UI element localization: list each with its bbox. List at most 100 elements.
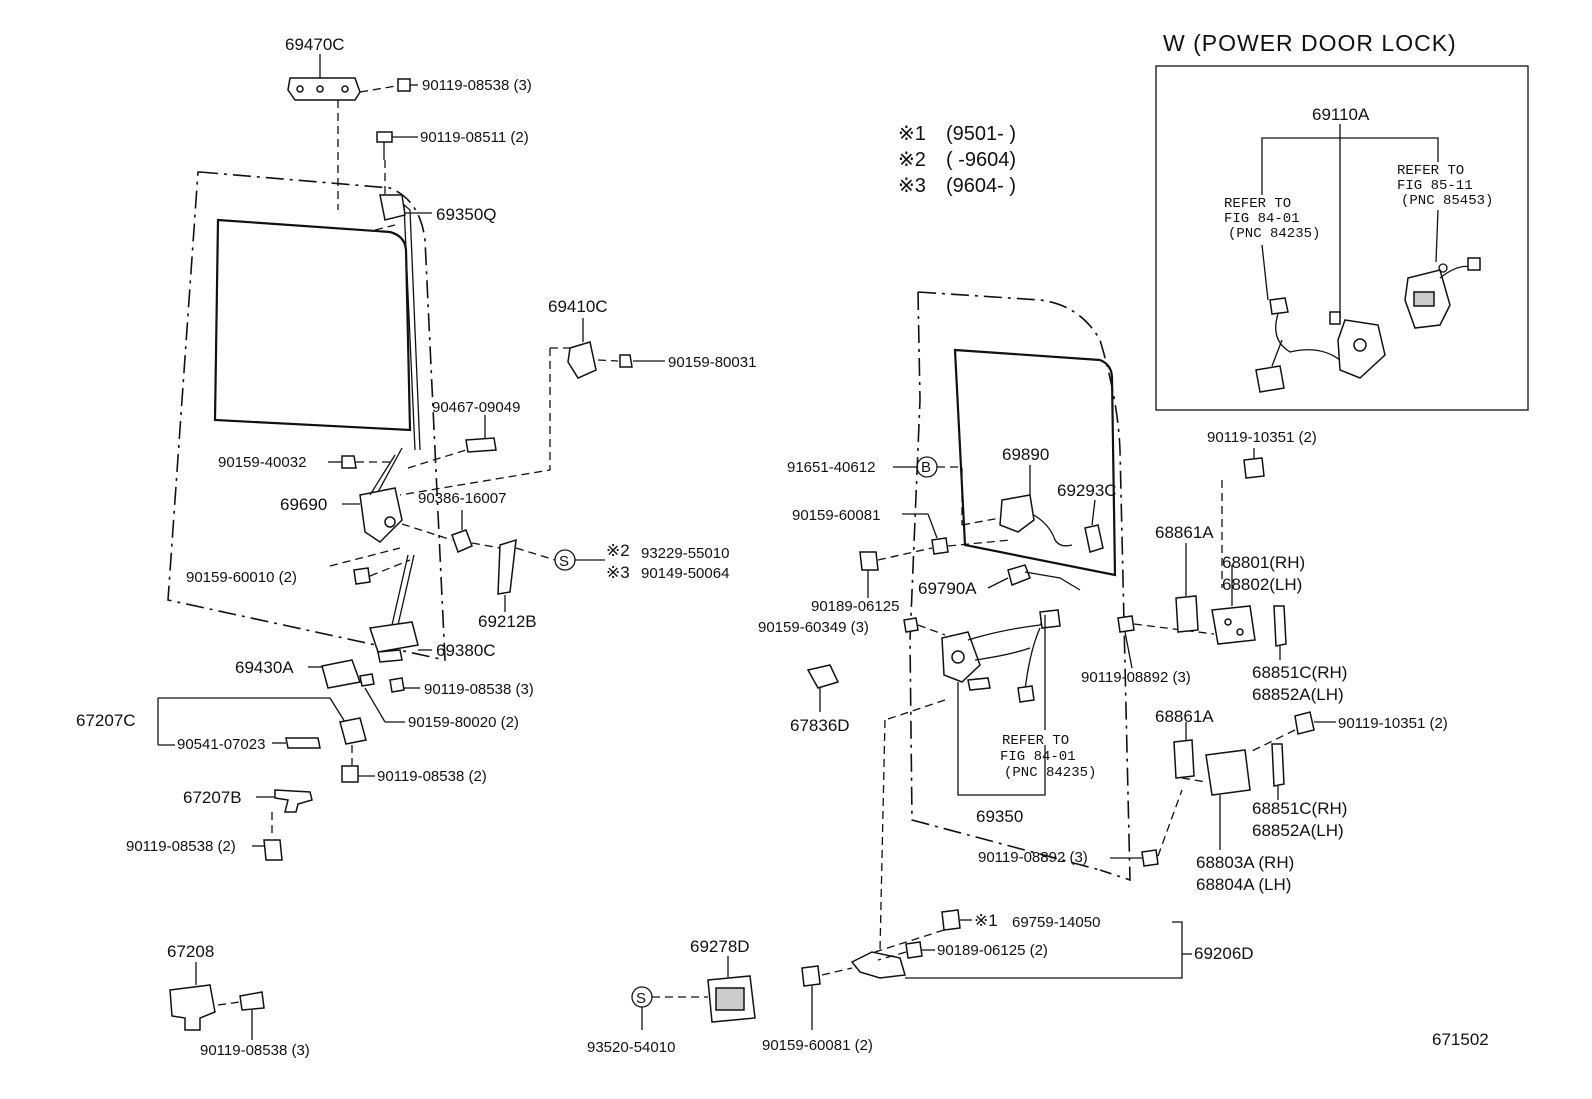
left-door-labels: 69470C 90119-08538 (3) 90119-08511 (2) 6… (76, 35, 756, 1059)
left-door-assembly: S (157, 54, 665, 1040)
right-door-assembly: B (631, 291, 1336, 1030)
label-90159-80020-2: 90159-80020 (2) (408, 714, 519, 731)
bolt-icon (1294, 711, 1315, 735)
bolt-icon (905, 941, 923, 959)
label-68851c-b: 68851C(RH) (1252, 799, 1347, 818)
label-90189-06125: 90189-06125 (811, 598, 899, 615)
label-90541-07023: 90541-07023 (177, 736, 265, 753)
label-67207c: 67207C (76, 711, 136, 730)
connector-icon (1255, 365, 1285, 393)
label-68861a-b: 68861A (1155, 707, 1214, 726)
right-door-window (953, 348, 1117, 577)
label-90119-08538-3b: 90119-08538 (3) (424, 681, 534, 698)
label-90119-10351-2a: 90119-10351 (2) (1207, 429, 1317, 446)
note-text-1: (9501- ) (946, 123, 1016, 145)
hinge-68803a (1205, 749, 1251, 796)
bracket-67208 (169, 984, 216, 1031)
refer-1c: (PNC 84235) (1228, 226, 1320, 242)
left-door-outline (167, 171, 446, 662)
shim-68861a (1173, 739, 1195, 779)
label-90467-09049: 90467-09049 (432, 399, 520, 416)
bolt-icon (341, 765, 359, 783)
label-68802: 68802(LH) (1222, 575, 1302, 594)
label-90159-40032: 90159-40032 (218, 454, 306, 471)
refer-2a: REFER TO (1397, 163, 1464, 179)
refer-3b: FIG 84-01 (1000, 749, 1076, 765)
label-69890: 69890 (1002, 445, 1049, 464)
label-90119-08538-3a: 90119-08538 (3) (422, 77, 532, 94)
bolt-icon (903, 617, 919, 633)
hinge-68801 (1211, 605, 1256, 645)
bolt-icon (263, 839, 283, 861)
mark-1: ※1 (974, 911, 998, 930)
note-mark-1: ※1 (898, 123, 926, 145)
bolt-icon (619, 354, 633, 368)
refer-1a: REFER TO (1224, 196, 1291, 212)
handle-69890 (999, 494, 1035, 533)
pin-68851c (1273, 605, 1287, 647)
label-69759-14050: 69759-14050 (1012, 914, 1100, 931)
label-90119-08892-3a: 90119-08892 (3) (1081, 669, 1191, 686)
bolt-icon (397, 78, 411, 92)
connector-icon (1467, 257, 1481, 271)
label-68852a-a: 68852A(LH) (1252, 685, 1344, 704)
applicability-notes: ※1 (9501- ) ※2 ( -9604) ※3 (9604- ) (898, 123, 1016, 197)
bolt-icon (359, 673, 375, 687)
label-69110a: 69110A (1312, 105, 1370, 124)
striker-69410c (567, 341, 597, 379)
label-90386-16007: 90386-16007 (418, 490, 506, 507)
clip-90467 (465, 437, 497, 453)
cap-67836d (806, 664, 840, 689)
connector-icon (1017, 685, 1035, 703)
bolt-icon (353, 567, 371, 585)
bolt-icon (389, 677, 405, 693)
refer-3c: (PNC 84235) (1004, 765, 1096, 781)
bolt-icon (859, 551, 879, 571)
right-door-outline (909, 291, 1131, 882)
pin-68851c (1271, 743, 1285, 787)
label-68852a-b: 68852A(LH) (1252, 821, 1344, 840)
connector-icon (1329, 311, 1341, 325)
label-69790a: 69790A (918, 579, 977, 598)
link-69212b (497, 538, 517, 595)
label-93229-55010: 93229-55010 (641, 545, 729, 562)
bolt-icon (239, 991, 265, 1011)
label-90159-60081: 90159-60081 (792, 507, 880, 524)
refer-2b: FIG 85-11 (1397, 178, 1473, 194)
inset-frame (1155, 65, 1529, 411)
shim-68861a (1175, 595, 1199, 633)
label-93520-54010: 93520-54010 (587, 1039, 675, 1056)
label-90119-10351-2b: 90119-10351 (2) (1338, 715, 1448, 732)
label-90119-08892-3b: 90119-08892 (3) (978, 849, 1088, 866)
label-90159-60349-3: 90159-60349 (3) (758, 619, 869, 636)
note-mark-2: ※2 (898, 149, 926, 171)
label-69470c: 69470C (285, 35, 345, 54)
label-68801: 68801(RH) (1222, 553, 1305, 572)
label-69430a: 69430A (235, 658, 294, 677)
label-68804a: 68804A (LH) (1196, 875, 1291, 894)
note-mark-3: ※3 (898, 175, 926, 197)
striker-69206d (850, 951, 906, 979)
hinge-69470c (287, 77, 361, 101)
bolt-icon (376, 131, 393, 143)
bracket-67207b (274, 789, 313, 813)
lock-69380c (369, 621, 419, 653)
label-67207b: 67207B (183, 788, 242, 807)
circle-s-letter-2: S (636, 990, 646, 1007)
label-68803a: 68803A (RH) (1196, 853, 1294, 872)
label-68861a-a: 68861A (1155, 523, 1214, 542)
label-67836d: 67836D (790, 716, 850, 735)
bushing-90386 (451, 529, 473, 554)
power-door-lock-inset: W (POWER DOOR LOCK) 69110A REFER TO FIG … (1155, 30, 1529, 411)
inset-title: W (POWER DOOR LOCK) (1163, 30, 1457, 56)
label-69293c: 69293C (1057, 481, 1117, 500)
bracket-67207c (339, 717, 367, 745)
label-69410c: 69410C (548, 297, 608, 316)
bracket-69430a (321, 659, 362, 689)
bolt-icon (285, 737, 321, 749)
footer-code: 671502 (1432, 1030, 1489, 1049)
label-90159-80031: 90159-80031 (668, 354, 756, 371)
mark-3: ※3 (606, 563, 630, 582)
label-90159-60081-2: 90159-60081 (2) (762, 1037, 873, 1054)
